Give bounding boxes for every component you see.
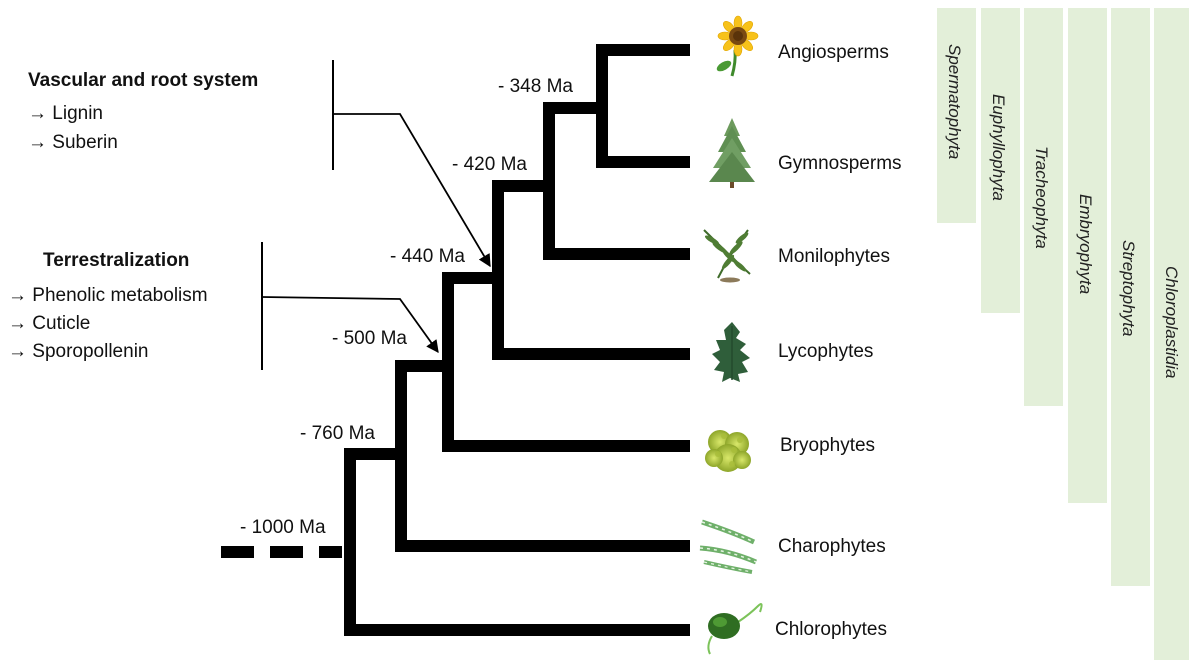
annotation-vascular-arrow: [333, 114, 490, 266]
clade-label-streptophyta: Streptophyta: [1119, 240, 1138, 336]
taxon-label: Lycophytes: [778, 341, 873, 362]
taxa-labels: Angiosperms Gymnosperms Monilophytes Lyc…: [775, 42, 902, 640]
annotation-terrestrial: Terrestralization → Phenolic metabolism …: [8, 242, 438, 370]
node-label-1000: - 1000 Ma: [240, 517, 326, 538]
annotation-terrestrial-item: → Sporopollenin: [8, 341, 148, 362]
tree-branches: [221, 44, 690, 636]
node-label-420: - 420 Ma: [452, 154, 527, 175]
moss-icon: [705, 430, 751, 472]
node-label-500: - 500 Ma: [332, 328, 407, 349]
clade-bars: Spermatophyta Euphyllophyta Tracheophyta…: [937, 8, 1189, 660]
taxon-label: Bryophytes: [780, 435, 875, 456]
taxon-label: Gymnosperms: [778, 153, 902, 174]
chlorophyte-algae-icon: [708, 604, 762, 654]
clade-label-euphyllophyta: Euphyllophyta: [989, 94, 1008, 201]
annotation-terrestrial-item: → Phenolic metabolism: [8, 285, 208, 306]
annotation-vascular: Vascular and root system → Lignin → Sube…: [28, 60, 490, 266]
annotation-vascular-item: → Lignin: [28, 103, 103, 124]
lycophyte-icon: [712, 322, 750, 382]
charophyte-algae-icon: [700, 522, 756, 572]
annotation-terrestrial-title: Terrestralization: [43, 250, 189, 271]
node-label-348: - 348 Ma: [498, 76, 573, 97]
clade-label-chloroplastidia: Chloroplastidia: [1162, 266, 1181, 378]
conifer-icon: [709, 118, 755, 188]
taxon-label: Monilophytes: [778, 246, 890, 267]
taxon-label: Charophytes: [778, 536, 886, 557]
sunflower-icon: [715, 16, 758, 76]
annotation-terrestrial-item: → Cuticle: [8, 313, 90, 334]
annotation-vascular-title: Vascular and root system: [28, 70, 258, 91]
taxon-label: Chlorophytes: [775, 619, 887, 640]
node-label-440: - 440 Ma: [390, 246, 465, 267]
clade-label-embryophyta: Embryophyta: [1076, 194, 1095, 294]
annotation-vascular-item: → Suberin: [28, 132, 118, 153]
taxon-label: Angiosperms: [778, 42, 889, 63]
clade-label-tracheophyta: Tracheophyta: [1032, 146, 1051, 249]
clade-label-spermatophyta: Spermatophyta: [945, 44, 964, 159]
fern-icon: [704, 230, 750, 283]
node-label-760: - 760 Ma: [300, 423, 375, 444]
